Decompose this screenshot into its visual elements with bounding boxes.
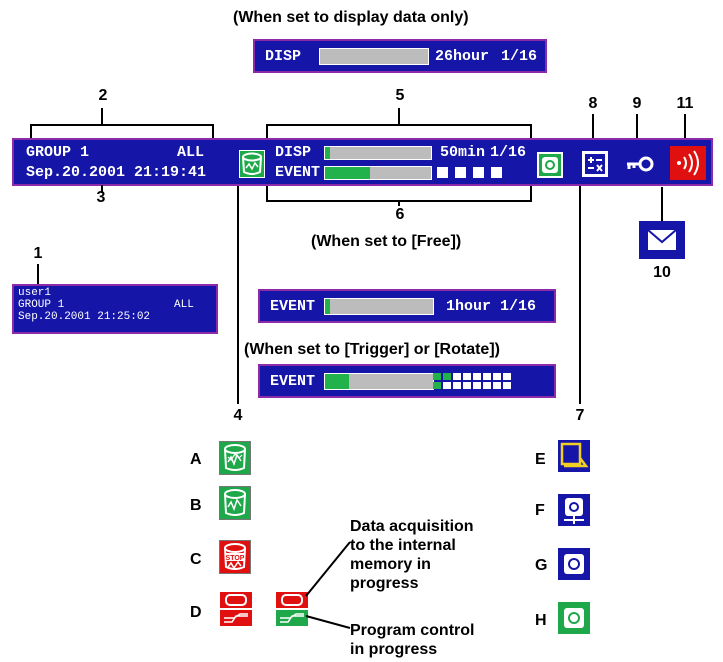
group-all: ALL	[177, 144, 205, 161]
note-leader-lines	[305, 541, 351, 629]
event-block-marker	[437, 167, 448, 178]
note-data-acquisition: Data acquisition to the internal memory …	[350, 517, 474, 593]
alarm-icon	[670, 146, 706, 180]
svg-text:STOP: STOP	[226, 555, 245, 562]
note-acq-line: memory in	[350, 556, 431, 573]
status-event-fill	[325, 167, 370, 179]
status-event-label: EVENT	[275, 164, 321, 181]
callout-5: 5	[395, 87, 405, 104]
computation-icon	[581, 150, 609, 178]
legend-h-label: H	[535, 612, 547, 629]
note-acq-line: Data acquisition	[350, 518, 474, 535]
callout-9: 9	[632, 95, 642, 112]
login-user: user1	[18, 287, 52, 299]
memory-stop-icon: STOP	[219, 540, 251, 574]
status-disp-gauge	[324, 146, 432, 160]
login-datetime: Sep.20.2001 21:25:02	[18, 311, 151, 323]
acq-program-icon-red	[220, 592, 252, 626]
note-acq-line: progress	[350, 575, 419, 592]
media-icon-f	[558, 494, 590, 526]
callout-11: 11	[676, 95, 694, 112]
disp-label: DISP	[265, 48, 302, 65]
free-event-fill	[325, 299, 331, 314]
disp-only-bar: DISP 26hour 1/16	[253, 39, 547, 73]
status-disp-fill	[325, 147, 331, 159]
legend-e-label: E	[535, 451, 546, 468]
free-event-label: EVENT	[270, 298, 316, 315]
memory-icon-a	[219, 441, 251, 475]
disp-gauge	[319, 48, 429, 65]
trigger-event-label: EVENT	[270, 373, 316, 390]
legend-g-label: G	[535, 557, 548, 574]
disp-block: 1/16	[501, 48, 538, 65]
media-icon-h	[558, 602, 590, 634]
acq-program-icon-green	[276, 592, 308, 626]
mail-icon	[639, 221, 685, 259]
callout-2: 2	[98, 87, 108, 104]
status-bar: GROUP 1 ALL Sep.20.2001 21:19:41 DISP 50…	[12, 138, 713, 186]
status-disp-time: 50min	[440, 144, 486, 161]
callout-4: 4	[233, 407, 243, 424]
datetime: Sep.20.2001 21:19:41	[26, 164, 207, 181]
caption-display-only: (When set to display data only)	[233, 9, 469, 26]
free-event-gauge	[324, 298, 434, 315]
camera-icon	[537, 152, 563, 178]
callout-6: 6	[395, 206, 405, 223]
status-disp-block: 1/16	[490, 144, 527, 161]
group-name: GROUP 1	[26, 144, 90, 161]
note-prog-line: in progress	[350, 641, 438, 658]
callout-7: 7	[575, 407, 585, 424]
free-event-time: 1hour	[446, 298, 492, 315]
note-acq-line: to the internal	[350, 537, 456, 554]
media-icon-g	[558, 548, 590, 580]
caption-trigger-rotate: (When set to [Trigger] or [Rotate])	[244, 341, 500, 358]
legend-f-label: F	[535, 502, 545, 519]
event-block-marker	[491, 167, 502, 178]
status-event-gauge	[324, 166, 432, 180]
note-prog-line: Program control	[350, 622, 475, 639]
trigger-event-fill	[325, 374, 349, 389]
free-event-block: 1/16	[500, 298, 537, 315]
memory-icon-b	[219, 486, 251, 520]
legend-b-label: B	[190, 497, 202, 514]
free-event-bar: EVENT 1hour 1/16	[258, 289, 556, 323]
trigger-event-gauge	[324, 373, 434, 390]
status-disp-label: DISP	[275, 144, 312, 161]
trigger-event-bar: EVENT	[258, 364, 556, 398]
key-icon	[624, 154, 654, 174]
callout-1: 1	[33, 245, 43, 262]
login-all: ALL	[174, 299, 194, 311]
legend-a-label: A	[190, 451, 202, 468]
memory-status-icon	[239, 150, 265, 178]
event-block-marker	[473, 167, 484, 178]
trigger-block-grid	[433, 373, 511, 389]
disp-time: 26hour	[435, 48, 490, 65]
callout-10: 10	[653, 264, 671, 281]
note-program-control: Program control in progress	[350, 621, 474, 659]
legend-c-label: C	[190, 551, 202, 568]
save-icon-e	[558, 440, 590, 472]
caption-free: (When set to [Free])	[311, 233, 462, 250]
callout-3: 3	[96, 189, 106, 206]
callout-8: 8	[588, 95, 598, 112]
login-status-box: user1 GROUP 1 ALL Sep.20.2001 21:25:02	[12, 284, 218, 334]
login-group: GROUP 1	[18, 299, 65, 311]
event-block-marker	[455, 167, 466, 178]
legend-d-label: D	[190, 604, 202, 621]
